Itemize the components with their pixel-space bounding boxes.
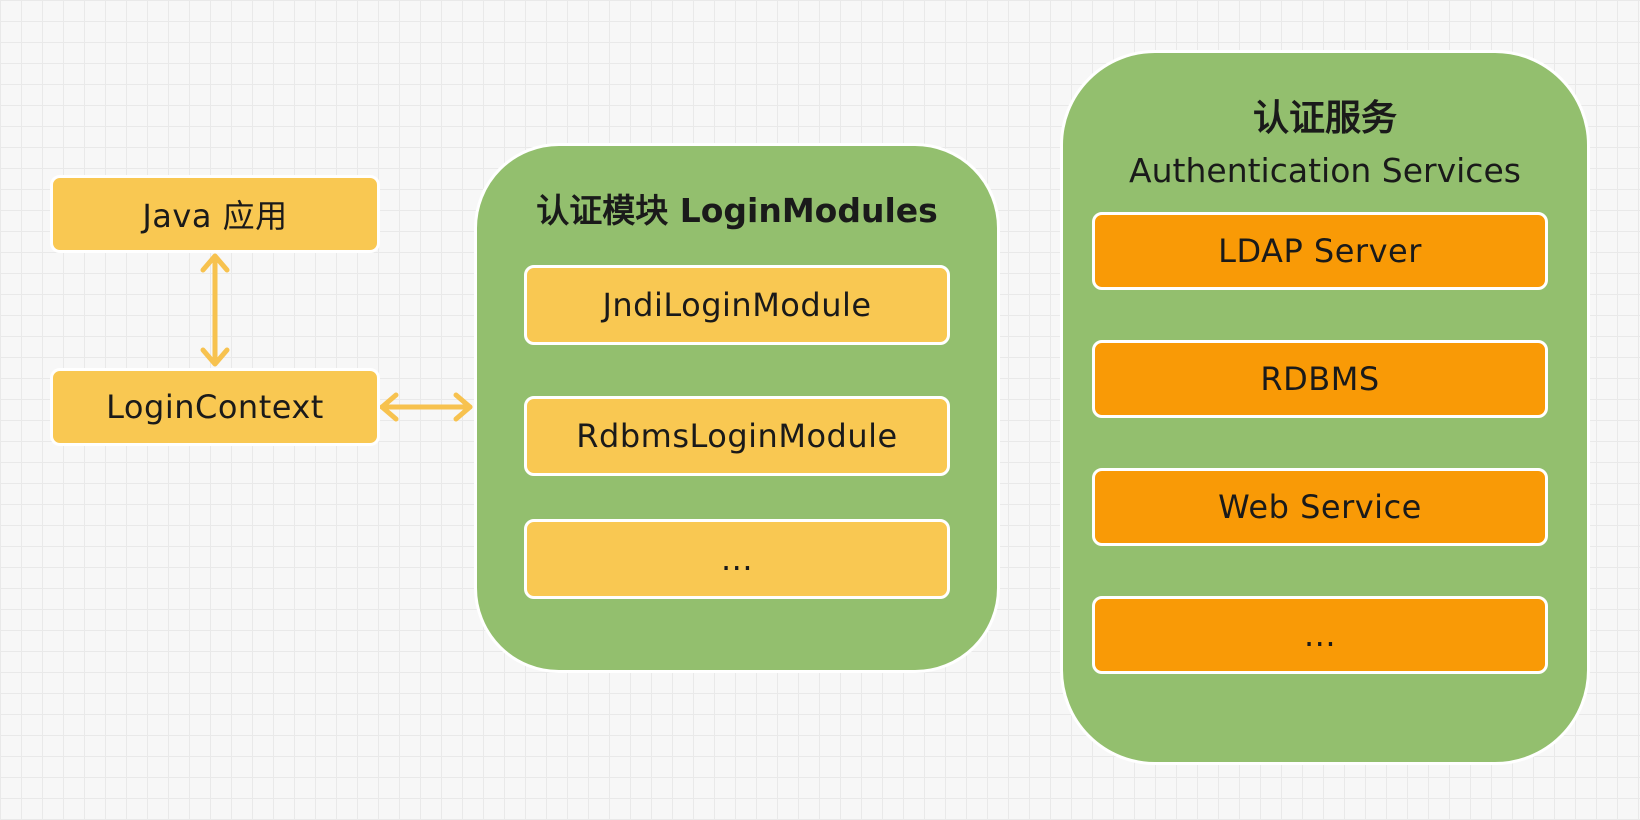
service-item-label: LDAP Server: [1218, 232, 1422, 270]
module-item: ...: [524, 519, 950, 599]
service-item-label: Web Service: [1218, 488, 1422, 526]
service-item: RDBMS: [1092, 340, 1548, 418]
horizontal-arrow-head-left: [379, 392, 399, 422]
service-item-label: RDBMS: [1260, 360, 1380, 398]
java-app-box: Java 应用: [50, 175, 380, 253]
auth-services-title-cn: 认证服务: [1252, 98, 1397, 139]
module-item: RdbmsLoginModule: [524, 396, 950, 476]
module-item-label: ...: [720, 540, 753, 578]
service-item: LDAP Server: [1092, 212, 1548, 290]
service-item: Web Service: [1092, 468, 1548, 546]
module-item-label: JndiLoginModule: [602, 286, 872, 324]
vertical-arrow-head-down: [200, 347, 230, 367]
module-item-label: RdbmsLoginModule: [576, 417, 898, 455]
module-item: JndiLoginModule: [524, 265, 950, 345]
auth-services-title-en: Authentication Services: [1129, 151, 1521, 190]
vertical-arrow-head-up: [200, 253, 230, 273]
login-context-label: LoginContext: [106, 388, 324, 426]
java-app-label: Java 应用: [142, 197, 288, 235]
login-context-box: LoginContext: [50, 368, 380, 446]
service-item-label: ...: [1303, 616, 1336, 654]
horizontal-arrow-head-right: [453, 392, 473, 422]
service-item: ...: [1092, 596, 1548, 674]
login-modules-title: 认证模块 LoginModules: [536, 191, 938, 230]
